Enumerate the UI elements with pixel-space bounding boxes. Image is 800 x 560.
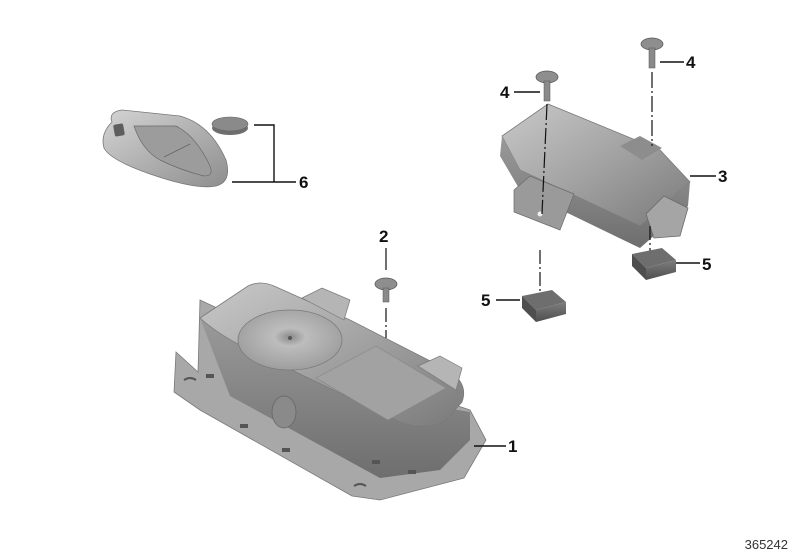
part-remote-key[interactable] [102, 109, 229, 188]
diagram-id: 365242 [744, 537, 788, 552]
callout-3[interactable]: 3 [718, 167, 728, 186]
leaders-5 [496, 262, 700, 301]
callout-4b[interactable]: 4 [686, 53, 696, 72]
part-screw-4b[interactable] [640, 37, 664, 69]
callout-4a[interactable]: 4 [500, 83, 510, 102]
callout-2[interactable]: 2 [379, 227, 389, 246]
callout-6[interactable]: 6 [299, 173, 309, 192]
callout-1[interactable]: 1 [508, 437, 518, 456]
part-control-module[interactable] [500, 103, 691, 248]
part-alarm-siren[interactable] [173, 282, 487, 501]
callout-5a[interactable]: 5 [481, 291, 491, 310]
part-clip-nut-5b[interactable] [632, 248, 676, 280]
part-key-battery[interactable] [211, 116, 249, 135]
callout-5b[interactable]: 5 [702, 255, 712, 274]
leader-6 [232, 124, 296, 183]
part-screw-2[interactable] [374, 277, 398, 303]
part-screw-4a[interactable] [535, 70, 559, 102]
part-clip-nut-5a[interactable] [522, 290, 566, 322]
